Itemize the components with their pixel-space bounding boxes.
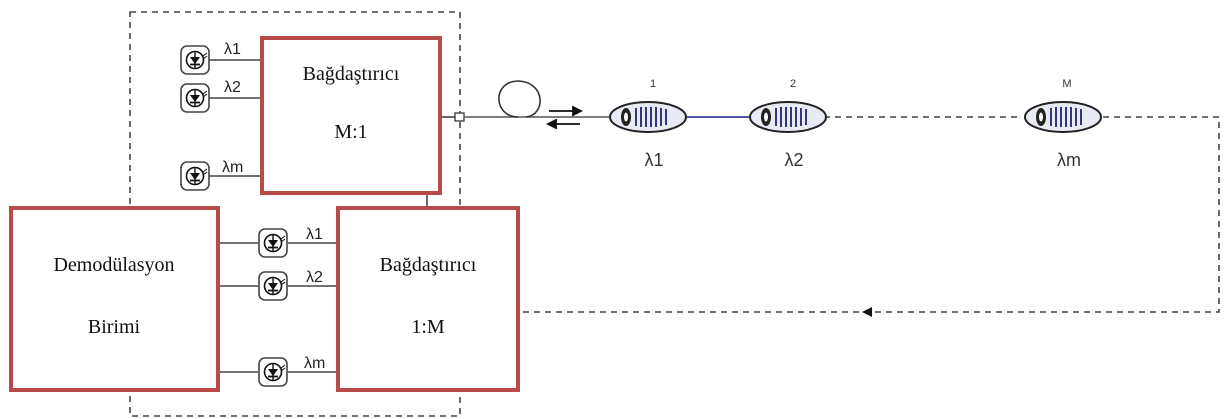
grating-index: 2 [790, 78, 796, 90]
demodulation-title: Demodülasyon [53, 254, 174, 276]
demodulation-box [9, 206, 220, 392]
coupler-m1-title: Bağdaştırıcı [303, 63, 400, 85]
bragg-grating-icon [1024, 101, 1102, 133]
grating-wavelength-label: λ1 [644, 150, 663, 170]
coupler-1m-box [336, 206, 520, 392]
bragg-grating-icon [609, 101, 687, 133]
coupler-1m-title: Bağdaştırıcı [380, 254, 477, 276]
coupler-m1-ratio: M:1 [334, 121, 367, 143]
source-wavelength-label: λm [222, 159, 243, 176]
photodetector-icon [258, 271, 288, 301]
source-wavelength-label: λ2 [224, 79, 241, 96]
grating-index: 1 [650, 78, 656, 90]
grating-wavelength-label: λm [1057, 150, 1081, 170]
return-path [520, 116, 1220, 313]
fiber-coil [498, 80, 541, 118]
detector-wavelength-label: λ1 [306, 226, 323, 243]
return-arrow [862, 307, 872, 317]
bragg-grating-icon [749, 101, 827, 133]
fiber-connector [454, 112, 465, 122]
source-connections [209, 59, 262, 177]
light-source-icon [180, 45, 210, 75]
photodetector-icon [258, 357, 288, 387]
detector-wavelength-label: λ2 [306, 269, 323, 286]
photodetector-icon [258, 228, 288, 258]
grating-wavelength-label: λ2 [784, 150, 803, 170]
light-source-icon [180, 83, 210, 113]
detector-wavelength-label: λm [304, 355, 325, 372]
coupler-m1-box [260, 36, 442, 195]
demodulation-subtitle: Birimi [88, 316, 141, 338]
source-wavelength-label: λ1 [224, 41, 241, 58]
direction-arrows [545, 105, 584, 130]
light-source-icon [180, 161, 210, 191]
coupler-1m-ratio: 1:M [411, 316, 445, 338]
detector-connections [218, 242, 338, 373]
grating-index: M [1062, 78, 1071, 90]
